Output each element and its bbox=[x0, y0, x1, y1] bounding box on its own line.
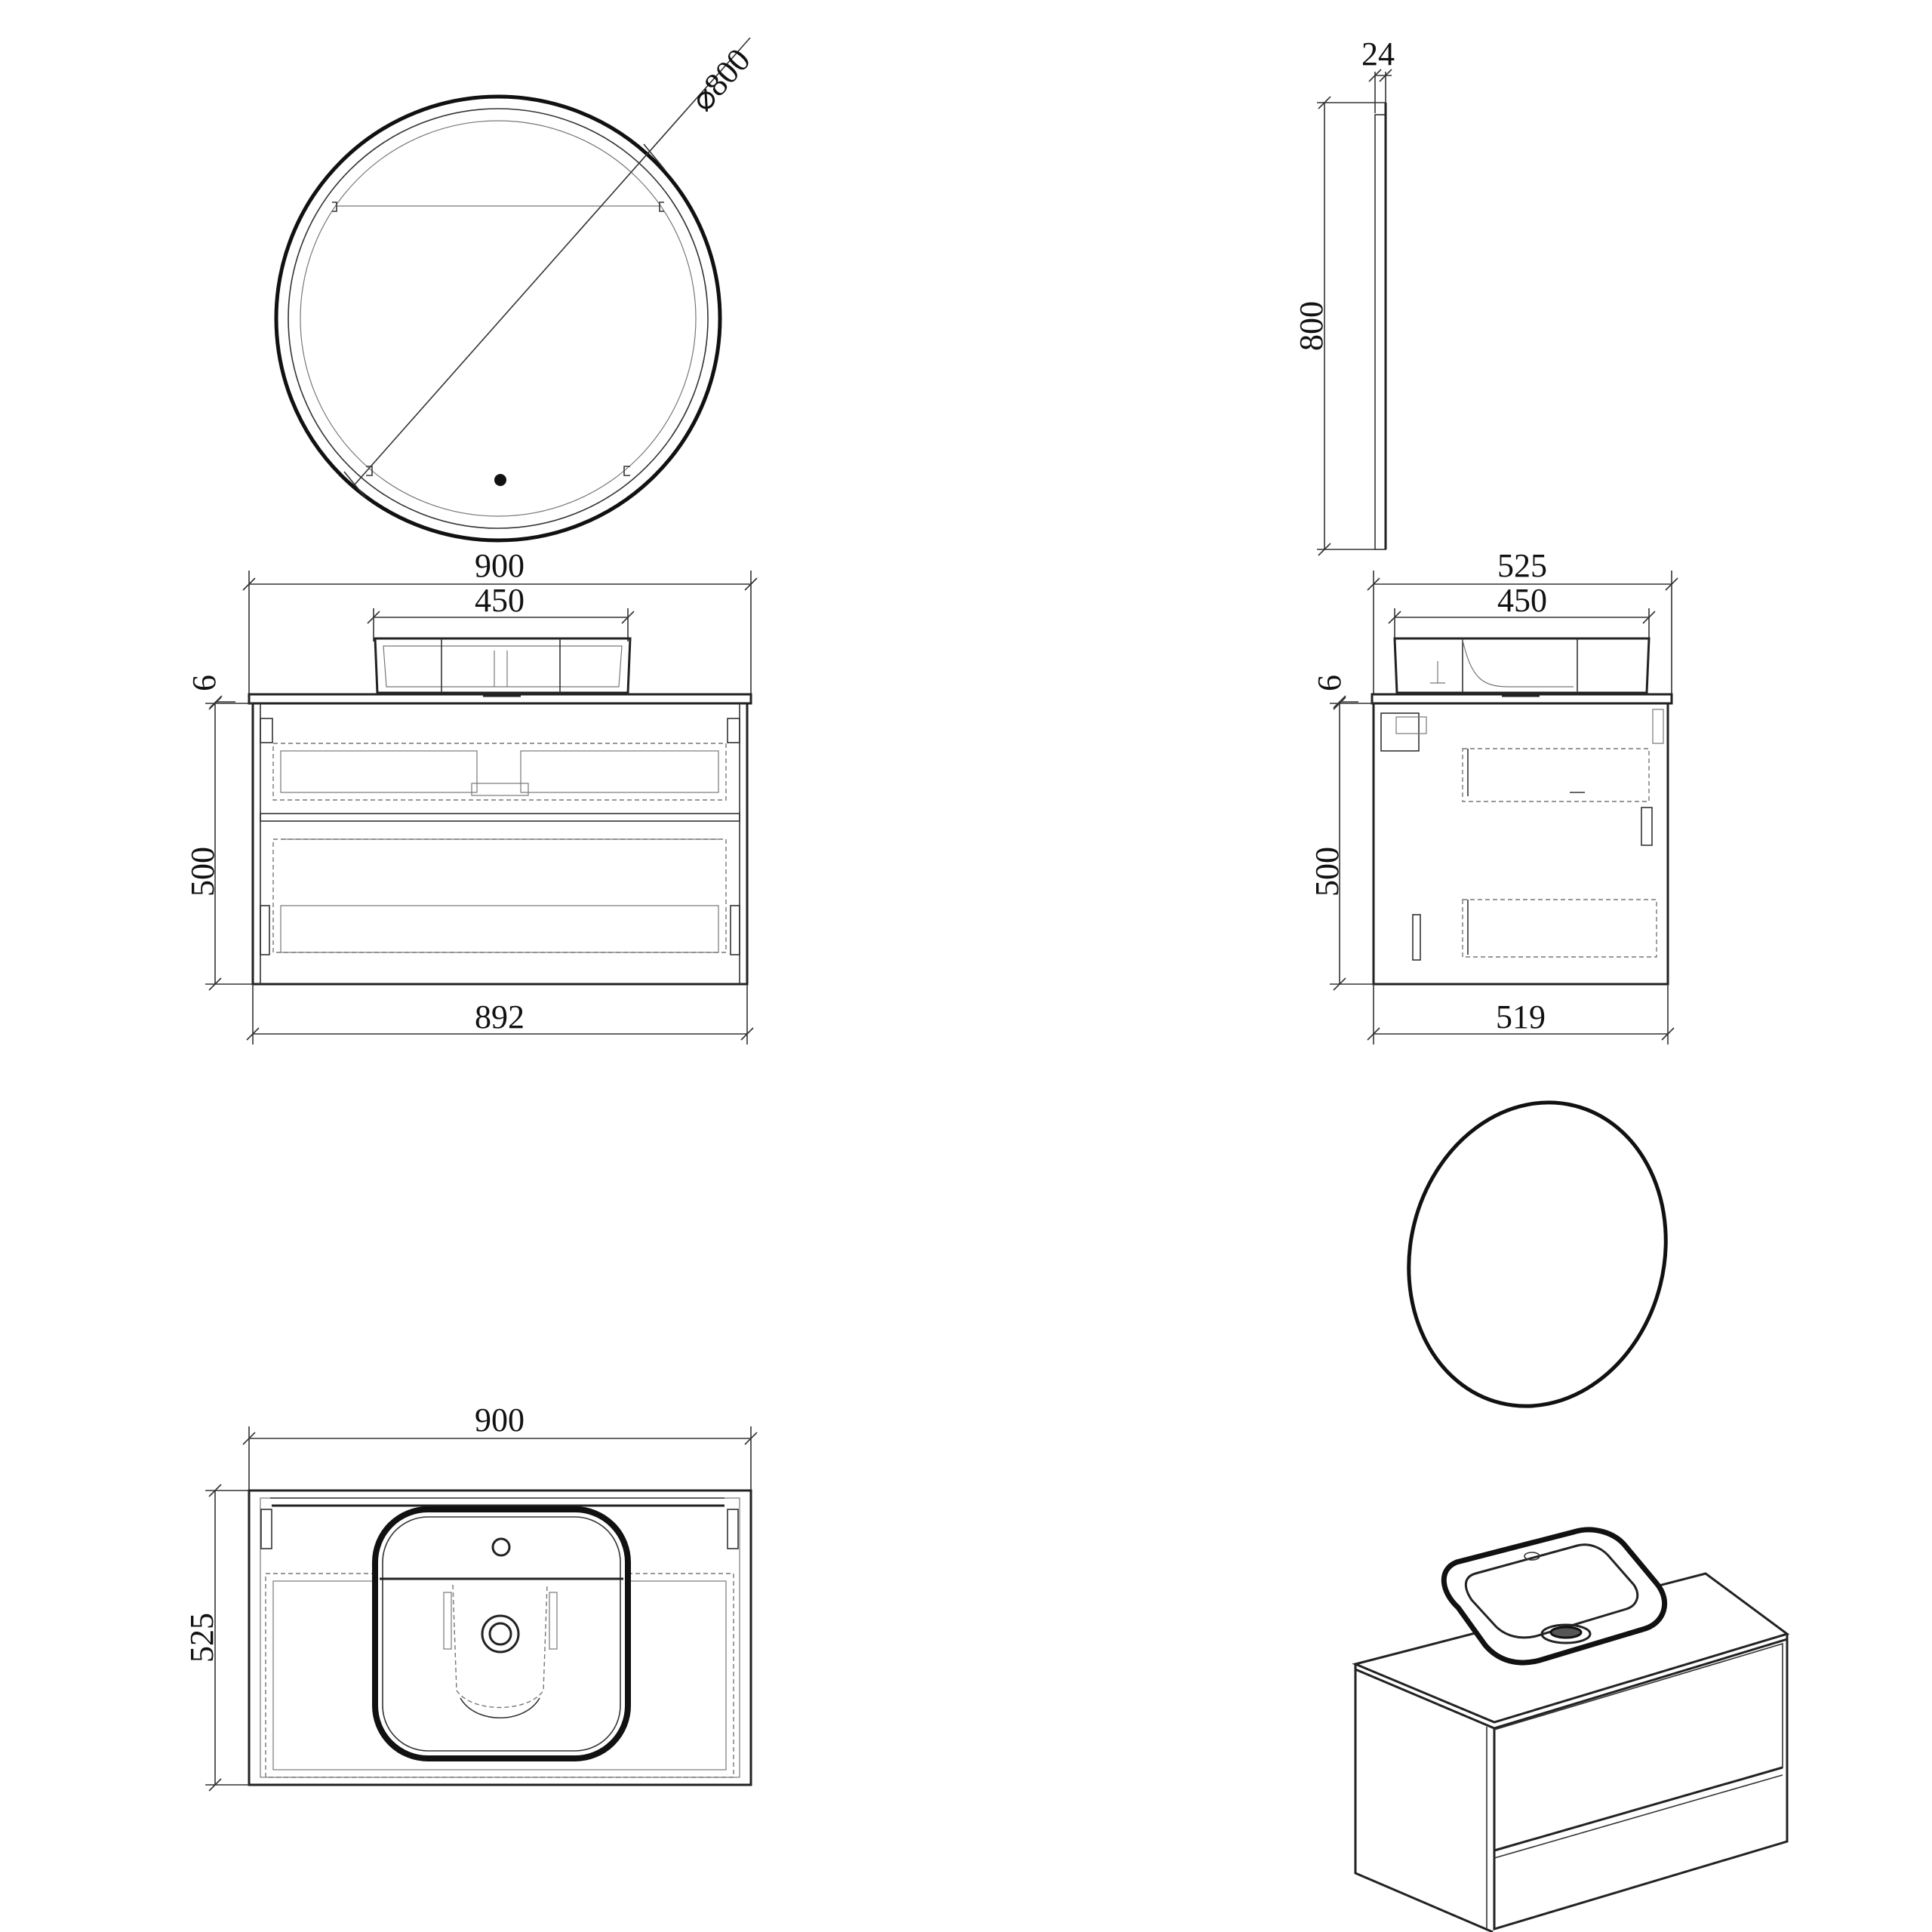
overflow-hole-icon bbox=[491, 1537, 511, 1557]
front-top-thickness-label: 6 bbox=[186, 675, 223, 691]
side-cabinet: 525 450 6 bbox=[1309, 547, 1678, 1044]
side-top-thickness-label: 6 bbox=[1311, 675, 1348, 691]
drain-icon bbox=[481, 1614, 520, 1654]
side-mirror-height-label: 800 bbox=[1293, 301, 1330, 351]
isometric-view bbox=[1352, 1100, 1790, 1932]
iso-mirror bbox=[1407, 1100, 1668, 1408]
side-mirror: 24 800 bbox=[1293, 35, 1395, 556]
mirror-diameter-label: ⌀800 bbox=[684, 42, 758, 118]
top-overall-width-label: 900 bbox=[475, 1401, 525, 1438]
front-basin-width-label: 450 bbox=[475, 582, 525, 619]
front-cabinet-height-label: 500 bbox=[184, 847, 221, 897]
side-mirror-depth-label: 24 bbox=[1361, 35, 1395, 72]
side-basin-depth-label: 450 bbox=[1497, 582, 1547, 619]
front-mirror: ⌀800 bbox=[274, 37, 758, 543]
top-overall-depth-label: 525 bbox=[183, 1613, 220, 1663]
touch-sensor-icon bbox=[494, 474, 506, 486]
side-cabinet-depth-label: 519 bbox=[1496, 998, 1546, 1035]
side-overall-depth-label: 525 bbox=[1497, 547, 1547, 584]
front-cabinet: 900 450 6 bbox=[184, 547, 758, 1044]
front-cabinet-width-label: 892 bbox=[475, 998, 525, 1035]
side-cabinet-height-label: 500 bbox=[1309, 847, 1346, 897]
top-view: 900 525 bbox=[183, 1401, 758, 1792]
front-overall-width-label: 900 bbox=[475, 547, 525, 584]
